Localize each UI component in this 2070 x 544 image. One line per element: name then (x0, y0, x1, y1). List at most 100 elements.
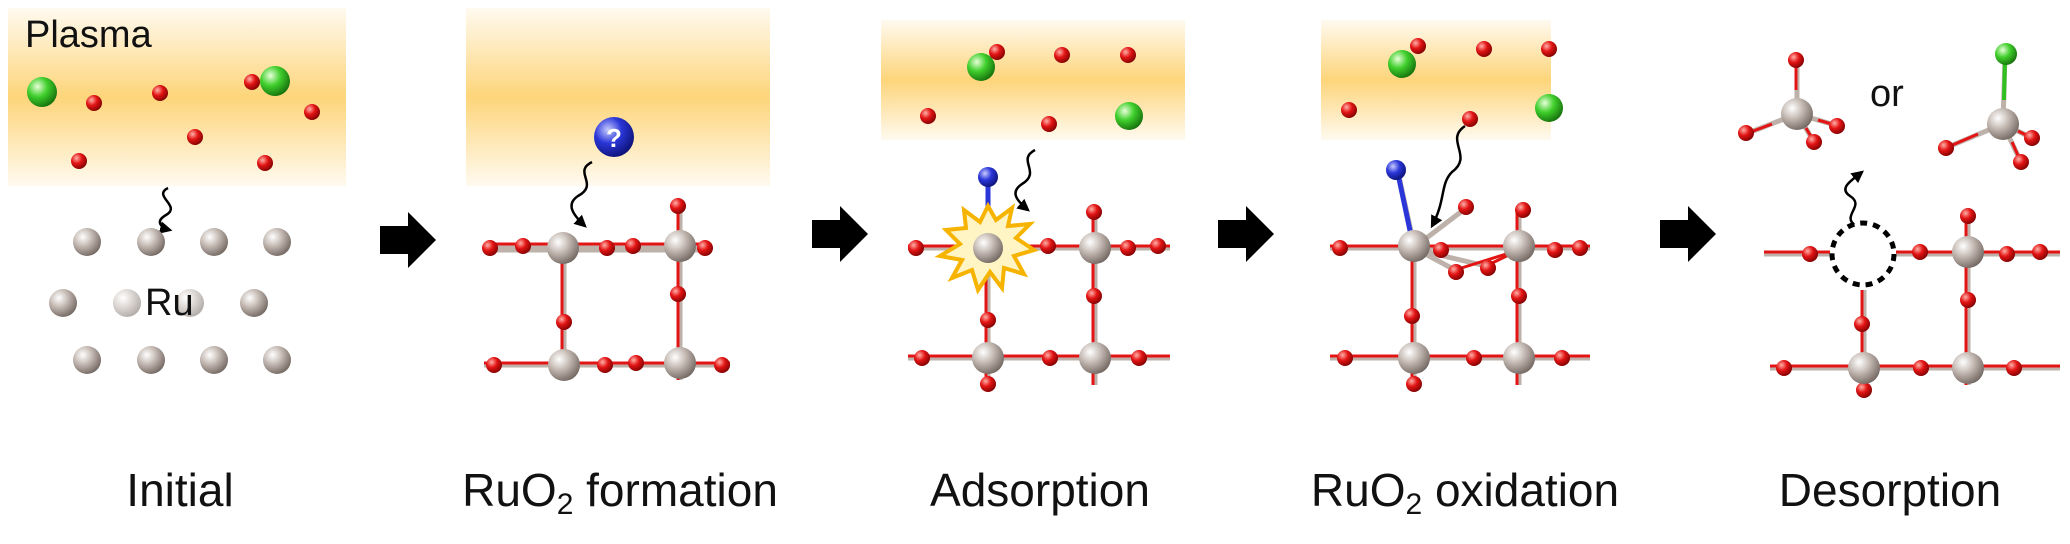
oxygen-atom (1960, 208, 1976, 224)
step-arrow (1218, 206, 1274, 262)
ruthenium-atom (73, 228, 101, 256)
step-arrow (1660, 206, 1716, 262)
ruthenium-atom (137, 346, 165, 374)
oxygen-atom (1131, 350, 1147, 366)
wavy-arrow (158, 186, 173, 234)
caption-subscript: 2 (556, 488, 574, 521)
oxygen-atom (1515, 202, 1531, 218)
oxygen-atom (989, 44, 1005, 60)
ruthenium-atom (664, 347, 696, 379)
desorbed-molecule-ruo4 (1738, 52, 1845, 150)
oxygen-atom (1938, 140, 1954, 156)
oxygen-atom (625, 238, 641, 254)
ruthenium-atom (972, 342, 1004, 374)
oxygen-atom (1913, 360, 1929, 376)
oxygen-atom (628, 355, 644, 371)
caption-rest: formation (573, 464, 778, 516)
oxygen-atom (486, 357, 502, 373)
oxygen-atom (980, 312, 996, 328)
oxygen-atom (1776, 360, 1792, 376)
panel-ruo2-formation: ? (466, 8, 770, 381)
ru-label: Ru (145, 282, 194, 324)
oxygen-atom (1086, 204, 1102, 220)
step-arrow (380, 212, 436, 268)
caption-rest: oxidation (1422, 464, 1620, 516)
wavy-arrow (1844, 170, 1864, 228)
oxygen-atom (1466, 350, 1482, 366)
plasma-band (8, 8, 346, 186)
chlorine-atom (967, 53, 995, 81)
oxygen-atom (2024, 130, 2040, 146)
chlorine-atom (1388, 50, 1416, 78)
oxygen-atom (152, 85, 168, 101)
oxygen-atom (1042, 350, 1058, 366)
oxygen-atom (980, 376, 996, 392)
ruthenium-atom (1781, 98, 1813, 130)
oxygen-atom (86, 95, 102, 111)
ruthenium-atom (1079, 342, 1111, 374)
chlorine-atom (260, 66, 290, 96)
or-label: or (1870, 73, 1904, 115)
ruthenium-atom (548, 349, 580, 381)
ruthenium-atom (113, 289, 141, 317)
oxygen-atom (1120, 240, 1136, 256)
oxygen-atom (1476, 41, 1492, 57)
plasma-band (1321, 20, 1551, 140)
chlorine-atom (1535, 94, 1563, 122)
ruthenium-atom (1952, 352, 1984, 384)
ruthenium-atom (1079, 232, 1111, 264)
oxygen-atom (257, 155, 273, 171)
oxygen-atom (1511, 288, 1527, 304)
oxygen-atom (1041, 116, 1057, 132)
oxygen-atom (1912, 244, 1928, 260)
oxygen-atom (1829, 118, 1845, 134)
caption-main: RuO (462, 464, 557, 516)
plasma-species (27, 66, 320, 171)
chlorine-atom (27, 77, 57, 107)
oxygen-atom (2032, 244, 2048, 260)
panel-desorption (1738, 43, 2060, 398)
oxygen-atom (71, 153, 87, 169)
oxygen-atom (244, 74, 260, 90)
ruthenium-atom (1503, 342, 1535, 374)
oxygen-atom (1433, 242, 1449, 258)
wavy-arrow (570, 160, 593, 228)
ruo2-lattice (482, 198, 730, 381)
oxygen-atom (1054, 47, 1070, 63)
oxygen-atom (187, 129, 203, 145)
oxygen-atom (1150, 238, 1166, 254)
ruthenium-atom (1848, 352, 1880, 384)
oxygen-atom (1541, 41, 1557, 57)
oxygen-atom (1462, 111, 1478, 127)
ruthenium-atom (1398, 230, 1430, 262)
panel-initial (8, 8, 346, 374)
oxygen-atom (1547, 242, 1563, 258)
panel-ruo2-oxidation (1321, 20, 1590, 392)
caption-desorption: Desorption (1778, 464, 2002, 516)
oxygen-atom (482, 240, 498, 256)
chlorine-atom (1995, 43, 2017, 65)
ruthenium-atom (73, 346, 101, 374)
oxygen-atom (670, 286, 686, 302)
oxygen-atom (914, 350, 930, 366)
oxygen-atom (515, 238, 531, 254)
oxygen-atom (1960, 292, 1976, 308)
oxygen-atom (2013, 154, 2029, 170)
oxygen-atom (1406, 376, 1422, 392)
vacancy-marker (1829, 220, 1897, 288)
ruthenium-atom (240, 289, 268, 317)
oxygen-atom (1738, 125, 1754, 141)
unknown-species-sphere (594, 117, 634, 157)
oxygen-atom (1404, 308, 1420, 324)
ruthenium-atom (49, 289, 77, 317)
oxygen-atom (697, 240, 713, 256)
oxygen-atom (908, 240, 924, 256)
adsorbed-lattice (908, 167, 1170, 392)
oxygen-atom (2006, 360, 2022, 376)
caption-subscript: 2 (1405, 488, 1423, 521)
ruthenium-atom (1398, 342, 1430, 374)
ruthenium-atom (263, 228, 291, 256)
ru-lattice (49, 228, 291, 374)
desorbed-lattice (1764, 208, 2060, 398)
